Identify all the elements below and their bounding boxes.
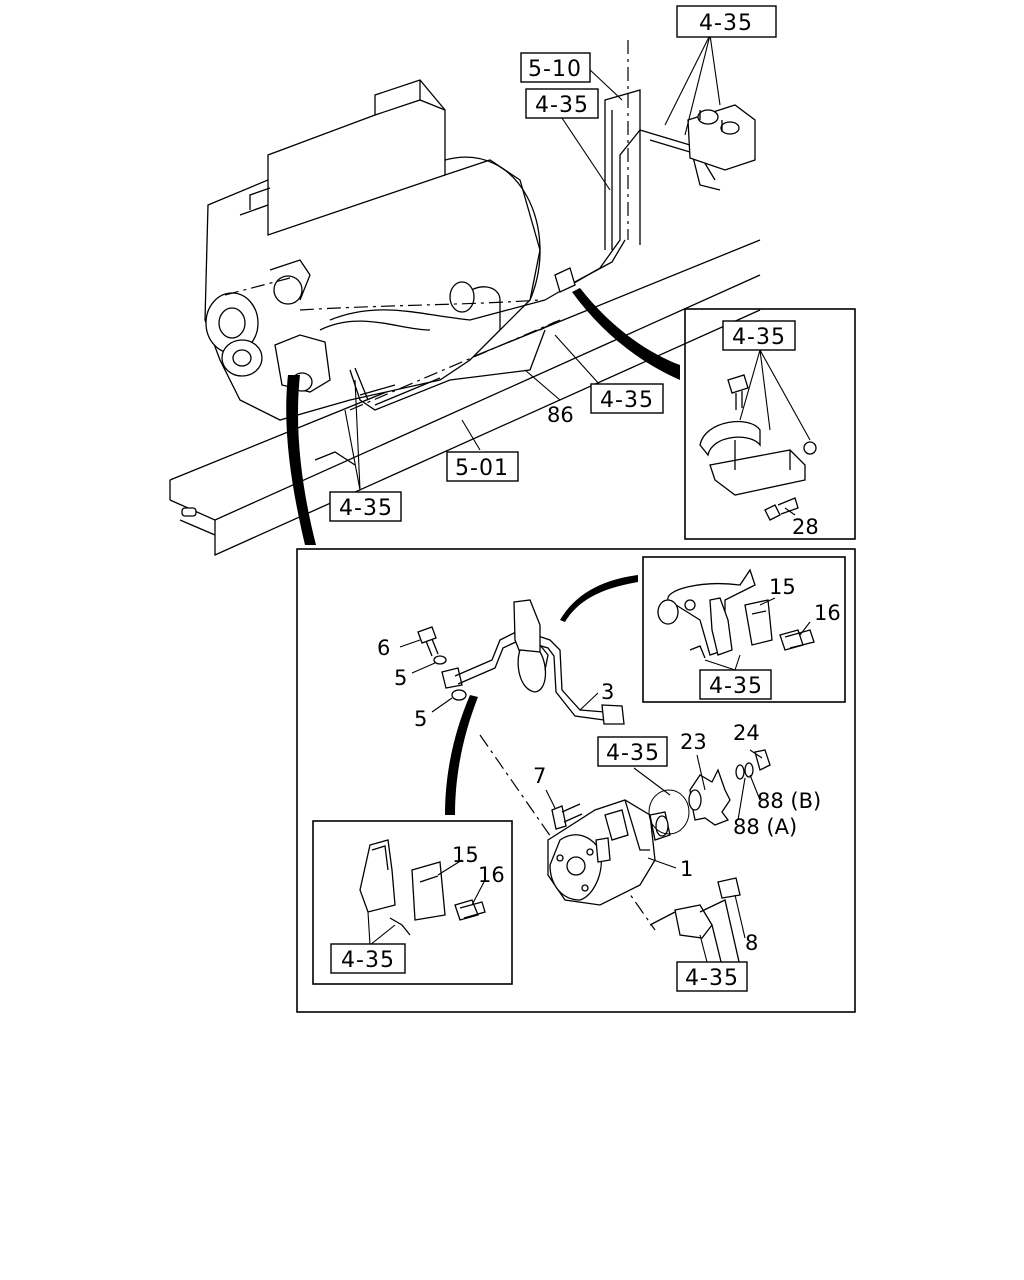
ref-label: 4-35 — [709, 674, 763, 699]
inset-bracket-lower — [312, 820, 513, 985]
part-number-23: 23 — [680, 730, 707, 754]
part-number-6: 6 — [377, 636, 390, 660]
part-numbers: 86 28 15 16 6 5 5 3 23 24 7 88 (B) 88 (A… — [377, 403, 841, 955]
part-number-8: 8 — [745, 931, 758, 955]
part-number-1: 1 — [680, 857, 693, 881]
engine-overview — [169, 40, 761, 557]
ref-box-2: 5-10 — [520, 52, 591, 83]
ref-label: 4-35 — [732, 325, 786, 350]
part-number-7: 7 — [533, 764, 546, 788]
part-number-15-upper: 15 — [769, 575, 796, 599]
ref-label: 4-35 — [606, 741, 660, 766]
part-number-15-lower: 15 — [452, 843, 479, 867]
part-number-24: 24 — [733, 721, 760, 745]
callout-sweep-left — [286, 375, 316, 545]
ref-box-9: 4-35 — [597, 736, 668, 767]
ref-label: 5-10 — [528, 57, 582, 82]
ref-box-8: 4-35 — [699, 669, 772, 700]
inset-bracket-upper — [642, 556, 846, 703]
callout-sweep-right — [572, 288, 680, 380]
ref-box-3: 4-35 — [525, 88, 599, 119]
ref-box-11: 4-35 — [676, 961, 748, 992]
part-number-16-lower: 16 — [478, 863, 505, 887]
ref-label: 4-35 — [600, 388, 654, 413]
ref-box-1: 4-35 — [676, 5, 777, 38]
part-number-88-b: 88 (B) — [757, 789, 821, 813]
ref-label: 4-35 — [699, 11, 753, 36]
ref-label: 5-01 — [455, 456, 509, 481]
ref-box-5: 4-35 — [590, 383, 664, 414]
part-number-3: 3 — [601, 680, 614, 704]
exploded-view — [296, 548, 856, 1013]
leader-lines — [344, 34, 811, 963]
part-number-86: 86 — [547, 403, 574, 427]
ref-label: 4-35 — [341, 948, 395, 973]
inset-clamp-detail — [684, 308, 856, 540]
ref-label: 4-35 — [339, 496, 393, 521]
part-number-88-a: 88 (A) — [733, 815, 797, 839]
ref-box-7: 4-35 — [329, 491, 402, 522]
part-number-5-lower: 5 — [414, 707, 427, 731]
ref-box-4: 4-35 — [722, 320, 796, 351]
part-number-5-upper: 5 — [394, 666, 407, 690]
ref-label: 4-35 — [685, 966, 739, 991]
ref-box-10: 4-35 — [330, 943, 406, 974]
ref-label: 4-35 — [535, 93, 589, 118]
part-number-16-upper: 16 — [814, 601, 841, 625]
ref-box-6: 5-01 — [446, 451, 519, 482]
part-number-28: 28 — [792, 515, 819, 539]
